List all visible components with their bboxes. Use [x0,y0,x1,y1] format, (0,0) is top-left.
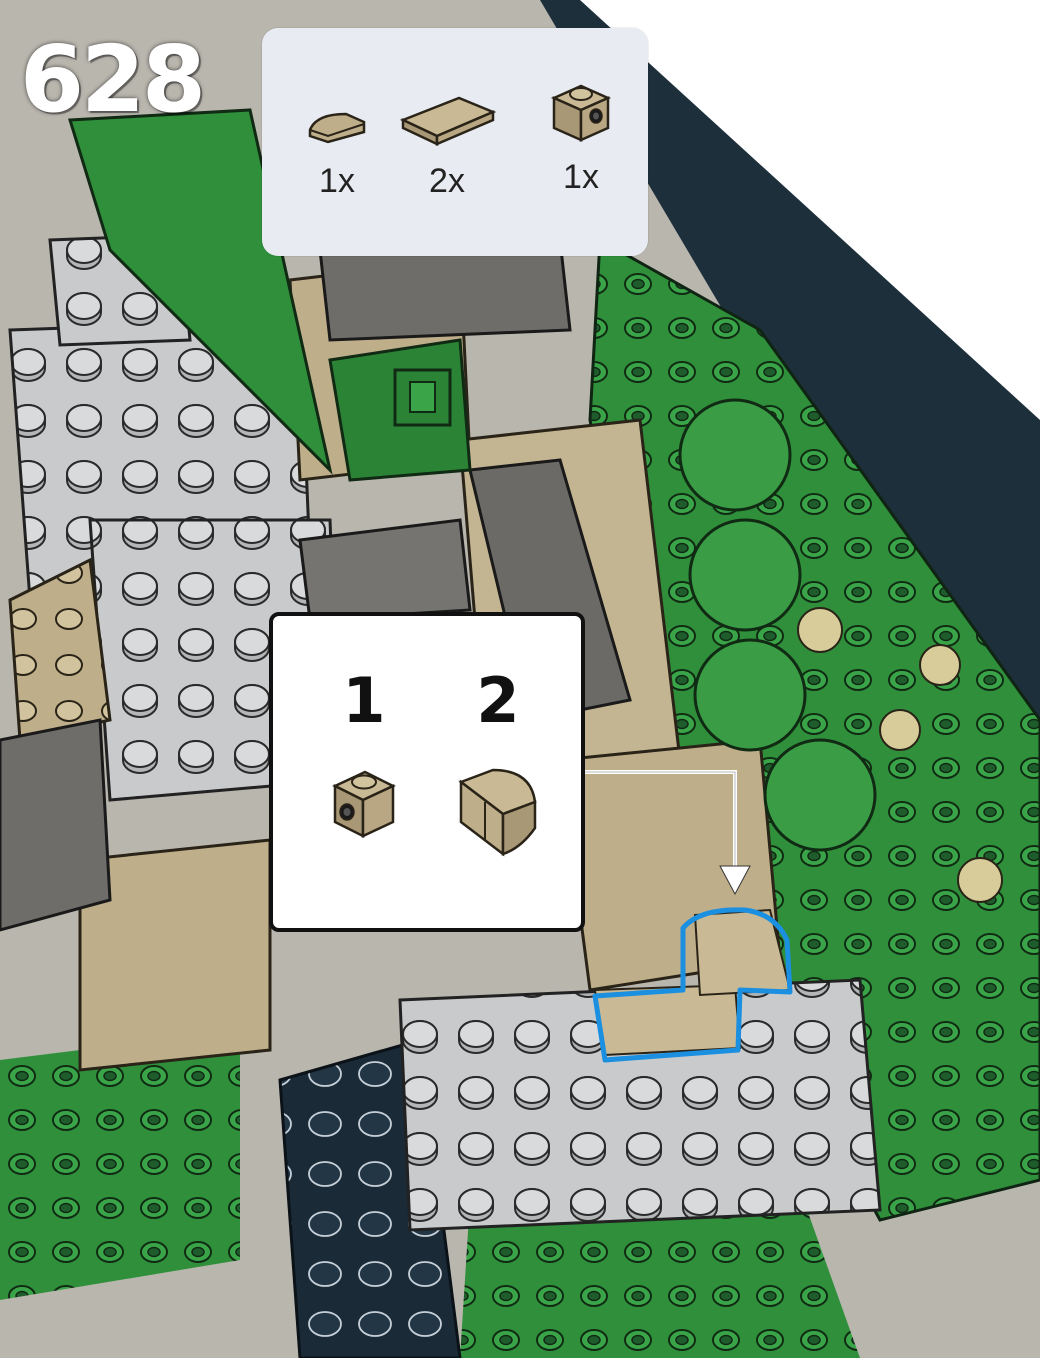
sub-step-number: 1 [299,670,429,732]
brick-1x1-side-stud-icon [548,78,614,144]
part-quantity: 1x [292,162,382,201]
sub-step: 2 [433,670,563,858]
tile-1x2-icon [397,94,497,148]
parts-list-item: 1x [292,108,382,201]
sub-assembly-callout: 1 2 [269,612,585,932]
parts-list-item: 2x [392,94,502,201]
parts-list-panel: 1x 2x 1x [262,28,648,256]
quarter-round-tile-icon [455,762,541,858]
sub-step-number: 2 [433,670,563,732]
brick-1x1-side-stud-icon [327,762,401,842]
step-number: 628 [20,34,203,126]
part-quantity: 2x [392,162,502,201]
quarter-round-tile-icon [302,108,372,148]
sub-step: 1 [299,670,429,842]
part-quantity: 1x [536,158,626,197]
parts-list-item: 1x [536,78,626,197]
